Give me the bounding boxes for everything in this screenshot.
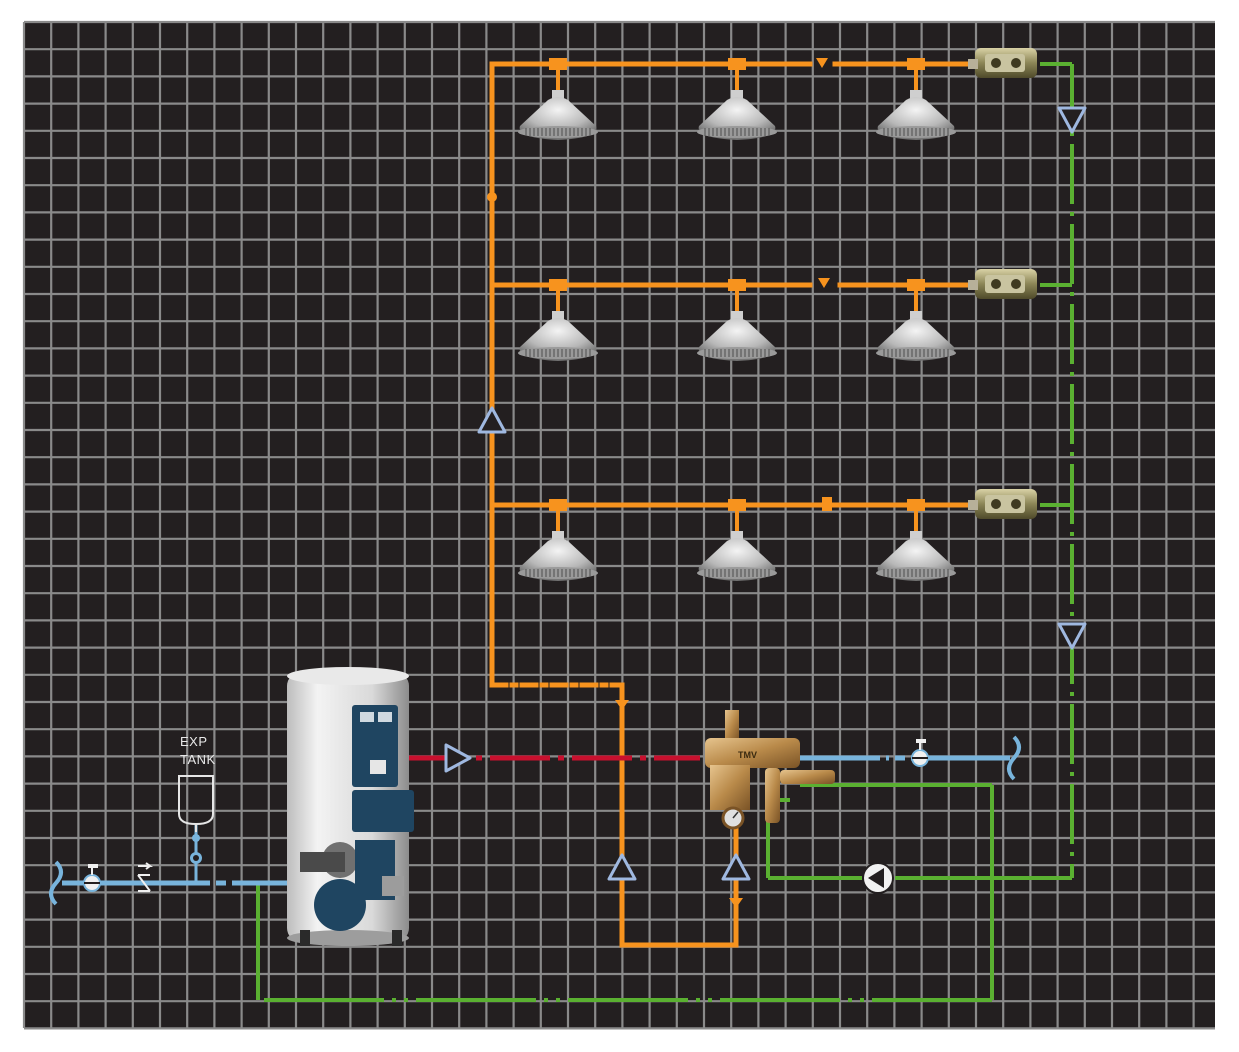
flow-meter-icon (968, 489, 1037, 519)
flow-meter-icon (968, 48, 1037, 78)
shower-head-icon (876, 511, 956, 581)
shower-head-icon (697, 511, 777, 581)
water-heater-icon (287, 667, 414, 946)
shower-head-icon (518, 511, 598, 581)
flow-up-arrow-icon (721, 853, 751, 881)
ball-valve-icon (83, 864, 101, 892)
cold-inlet-break-icon (49, 860, 63, 906)
flow-up-arrow-icon (477, 406, 507, 434)
hot-fittings (487, 58, 925, 908)
flow-up-arrow-icon (607, 853, 637, 881)
shower-head-icon (876, 291, 956, 361)
shower-head-icon (518, 70, 598, 140)
flow-meter-icon (968, 269, 1037, 299)
exp-tank-label-line1: EXP (180, 734, 208, 749)
shower-head-icon (697, 70, 777, 140)
shower-heads (518, 70, 956, 581)
thermostatic-mixing-valve-icon: TMV (705, 710, 835, 830)
flow-down-arrow-icon (1057, 622, 1087, 650)
flow-arrows (444, 106, 1087, 881)
flow-down-arrow-icon (1057, 106, 1087, 134)
ball-valve-icon (911, 739, 929, 767)
shower-head-icon (876, 70, 956, 140)
tmv-label: TMV (738, 750, 757, 760)
shower-head-icon (697, 291, 777, 361)
expansion-tank: EXP TANK (178, 734, 216, 864)
cold-outlet-break-icon (1007, 735, 1021, 781)
pump-icon (862, 862, 894, 894)
check-valve-icon (137, 862, 153, 892)
shower-head-icon (518, 291, 598, 361)
flow-right-arrow-icon (444, 743, 472, 773)
exp-tank-label-line2: TANK (180, 752, 216, 767)
flow-meters (968, 48, 1037, 519)
